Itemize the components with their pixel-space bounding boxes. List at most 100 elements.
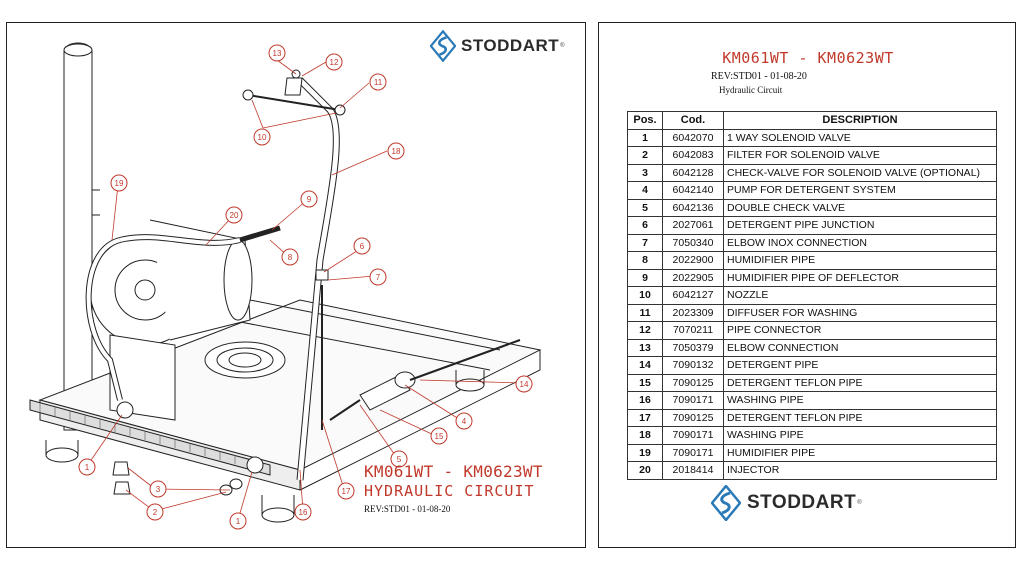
brand-name: STODDART	[747, 492, 857, 513]
callout-number: 7	[376, 273, 381, 282]
callout-circle	[281, 248, 299, 266]
callout-1: 1	[229, 512, 247, 530]
callout-number: 15	[435, 432, 444, 441]
diagram-revision: REV:STD01 - 01-08-20	[364, 504, 451, 514]
callout-19: 19	[110, 174, 128, 192]
cell-cod: 2018414	[662, 461, 724, 480]
callout-number: 18	[392, 147, 401, 156]
cell-desc: DETERGENT PIPE JUNCTION	[723, 216, 997, 235]
callout-circle	[455, 412, 473, 430]
parts-list-title: KM061WT - KM0623WT	[722, 49, 894, 67]
callout-10: 10	[253, 128, 271, 146]
callout-circle	[229, 512, 247, 530]
cell-cod: 7050340	[662, 233, 724, 252]
callout-circle	[369, 73, 387, 91]
callout-5: 5	[390, 450, 408, 468]
parts-list-revision: REV:STD01 - 01-08-20	[711, 71, 807, 82]
cell-cod: 6042140	[662, 181, 724, 200]
cell-desc: DETERGENT TEFLON PIPE	[723, 408, 997, 427]
callout-circle	[353, 237, 371, 255]
callout-16: 16	[294, 503, 312, 521]
cell-desc: DOUBLE CHECK VALVE	[723, 198, 997, 217]
callout-number: 14	[520, 380, 529, 389]
callout-number: 19	[115, 179, 124, 188]
callout-7: 7	[369, 268, 387, 286]
callout-3: 3	[149, 480, 167, 498]
cell-cod: 6042136	[662, 198, 724, 217]
callout-6: 6	[353, 237, 371, 255]
cell-cod: 6042083	[662, 146, 724, 165]
callout-number: 9	[307, 195, 312, 204]
cell-desc: INJECTOR	[723, 461, 997, 480]
callout-number: 13	[273, 49, 282, 58]
callout-circle	[387, 142, 405, 160]
callout-number: 4	[462, 417, 467, 426]
callout-11: 11	[369, 73, 387, 91]
callout-circle	[369, 268, 387, 286]
leader-lines	[86, 59, 523, 521]
registered-mark: ®	[857, 500, 862, 506]
callout-number: 10	[258, 133, 267, 142]
cell-pos: 20	[627, 461, 663, 480]
cell-cod: 2027061	[662, 216, 724, 235]
machine-frame	[29, 42, 542, 523]
cell-desc: HUMIDIFIER PIPE OF DEFLECTOR	[723, 268, 997, 287]
cell-cod: 2022900	[662, 251, 724, 270]
callout-number: 3	[156, 485, 161, 494]
callout-15: 15	[430, 427, 448, 445]
callout-number: 20	[230, 211, 239, 220]
brand-logo-top: STODDART®	[430, 30, 565, 62]
callout-17: 17	[337, 482, 355, 500]
cell-cod: 7090125	[662, 408, 724, 427]
callout-13: 13	[268, 44, 286, 62]
parts-list-panel: KM061WT - KM0623WT REV:STD01 - 01-08-20 …	[598, 22, 1016, 548]
callout-number: 12	[330, 58, 339, 67]
cell-desc: 1 WAY SOLENOID VALVE	[723, 128, 997, 147]
cell-cod: 7050379	[662, 338, 724, 357]
callout-circle	[253, 128, 271, 146]
callout-circle	[337, 482, 355, 500]
callout-circle	[225, 206, 243, 224]
callout-4: 4	[455, 412, 473, 430]
callout-circle	[390, 450, 408, 468]
callout-circle	[430, 427, 448, 445]
callout-2: 2	[146, 503, 164, 521]
callout-circle	[515, 375, 533, 393]
callout-12: 12	[325, 53, 343, 71]
registered-mark: ®	[560, 43, 565, 49]
stoddart-mark-icon	[430, 30, 456, 62]
callout-number: 6	[360, 242, 365, 251]
diagram-title: KM061WT - KM0623WT	[364, 462, 543, 481]
callout-20: 20	[225, 206, 243, 224]
callout-circle	[268, 44, 286, 62]
callout-18: 18	[387, 142, 405, 160]
cell-cod: 6042128	[662, 163, 724, 182]
diagram-subtitle: HYDRAULIC CIRCUIT	[364, 482, 535, 500]
brand-name: STODDART	[461, 36, 560, 55]
callout-number: 16	[299, 508, 308, 517]
callout-circle	[300, 190, 318, 208]
callout-1: 1	[78, 458, 96, 476]
stoddart-mark-icon	[711, 485, 741, 521]
callout-number: 5	[397, 455, 402, 464]
callout-number: 8	[288, 253, 293, 262]
callout-circle	[294, 503, 312, 521]
callout-circle	[325, 53, 343, 71]
parts-table-header: Pos. Cod. DESCRIPTION	[627, 111, 997, 130]
brand-logo-bottom: STODDART®	[711, 485, 862, 521]
callout-number: 1	[85, 463, 90, 472]
